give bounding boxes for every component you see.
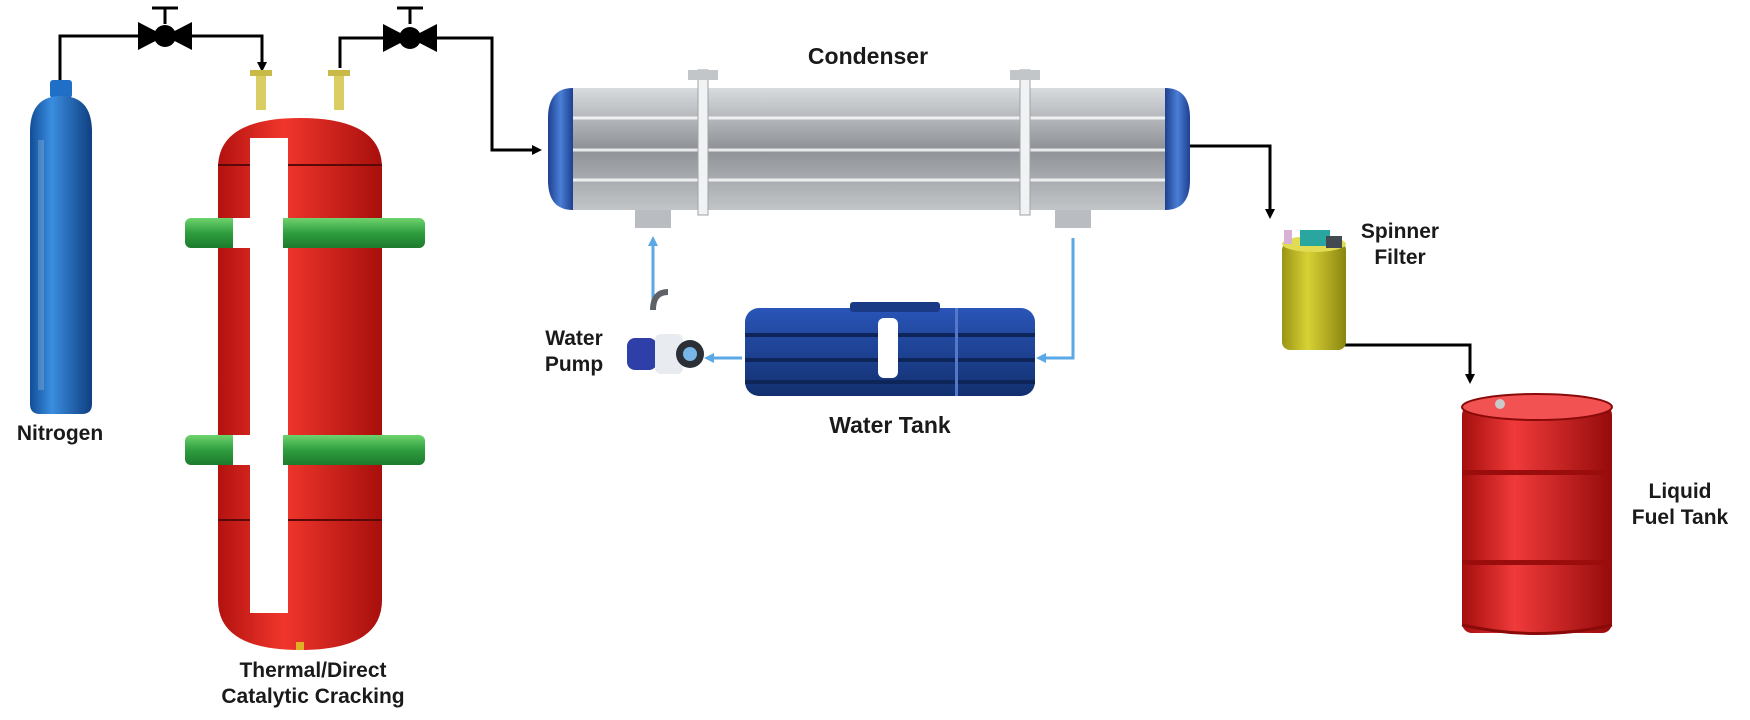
reactor-label-line1: Thermal/Direct [239,659,386,682]
spinner-filter-label-line2: Filter [1374,246,1425,269]
fuel-tank-label-line2: Fuel Tank [1632,506,1729,529]
reactor-label-line2: Catalytic Cracking [221,685,404,708]
liquid-fuel-drum [1461,393,1613,635]
water-tank-label: Water Tank [829,412,951,438]
water-pump-label-line2: Pump [545,353,603,376]
spinner-filter [1282,230,1346,350]
condenser [548,69,1190,228]
nitrogen-label: Nitrogen [17,422,103,445]
nitrogen-cylinder [30,80,92,414]
water-tank [745,302,1035,396]
water-pump [627,289,704,374]
fuel-tank-label-line1: Liquid [1649,480,1712,503]
line-condenser-to-tank [1036,238,1075,363]
valve-icon[interactable] [383,6,437,52]
line-reactor-to-condenser [338,36,542,155]
spinner-filter-label-line1: Spinner [1361,220,1439,243]
line-condenser-to-filter [1185,144,1275,219]
cracking-reactor [185,70,425,650]
condenser-label: Condenser [808,43,928,69]
water-pump-label-line1: Water [545,327,603,350]
valve-icon[interactable] [138,6,192,50]
line-filter-to-fueltank [1340,343,1475,384]
